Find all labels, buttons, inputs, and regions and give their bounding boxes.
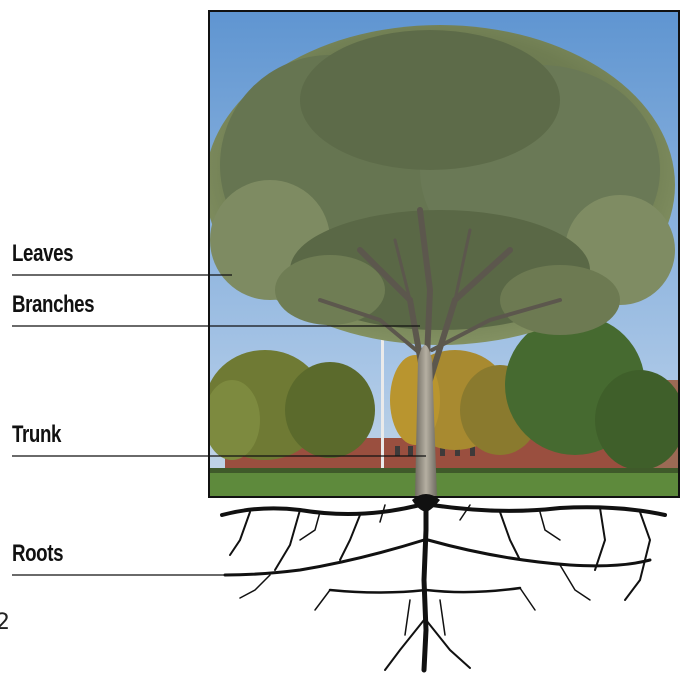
grass [209, 470, 679, 497]
flagpole [381, 330, 384, 480]
branches-label: Branches [12, 291, 94, 319]
leaves-label: Leaves [12, 240, 73, 268]
trunk-label: Trunk [12, 421, 61, 449]
tree-photograph [204, 11, 683, 497]
roots-illustration [222, 498, 665, 670]
roots-label: Roots [12, 540, 63, 568]
page-number: 2 [0, 610, 10, 635]
canopy [205, 25, 675, 345]
